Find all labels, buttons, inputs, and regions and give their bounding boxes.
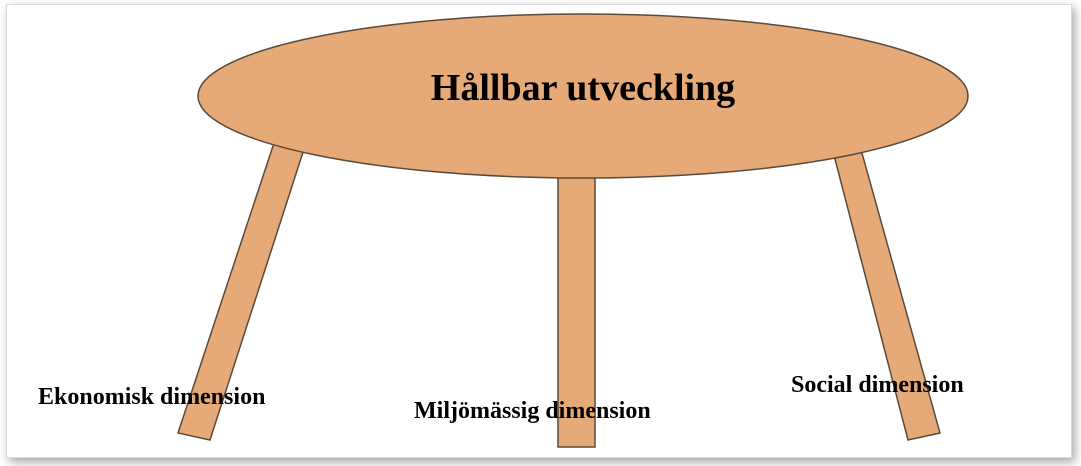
tabletop	[197, 13, 969, 179]
title-label: Hållbar utveckling	[431, 67, 735, 109]
leg-label-social: Social dimension	[791, 372, 964, 398]
leg-label-ekonomisk: Ekonomisk dimension	[38, 384, 265, 410]
leg-label-miljomassig: Miljömässig dimension	[414, 398, 651, 424]
